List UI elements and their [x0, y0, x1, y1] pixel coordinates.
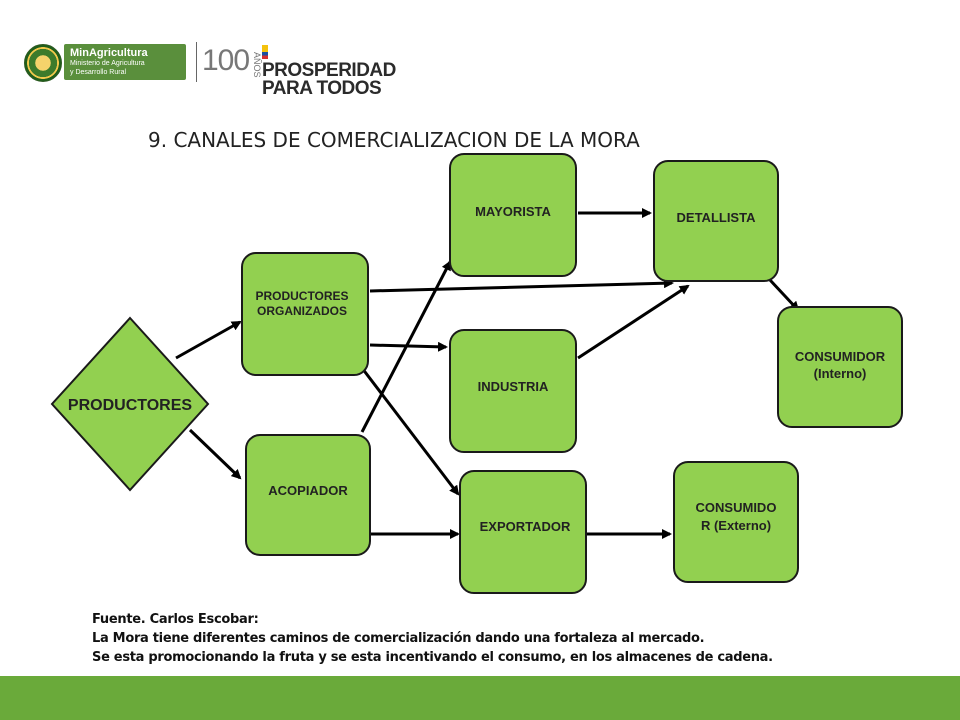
anniversary-word: AÑOS — [252, 52, 262, 78]
footer-line2: La Mora tiene diferentes caminos de come… — [92, 631, 705, 646]
footer-line3: Se esta promocionando la fruta y se esta… — [92, 650, 773, 665]
node-consumidor-interno-label2: (Interno) — [814, 366, 867, 381]
footer-bar — [0, 676, 960, 720]
slogan-line2: PARA TODOS — [262, 78, 382, 99]
ministry-line2: Ministerio de Agricultura — [70, 60, 145, 67]
node-consumidor-externo: CONSUMIDO R (Externo) — [673, 461, 799, 583]
node-consumidor-interno-label1: CONSUMIDOR — [795, 349, 886, 364]
minagricultura-logo: MinAgricultura Ministerio de Agricultura… — [64, 44, 186, 80]
arrow-organizados-detallista — [369, 278, 674, 293]
arrow-organizados-exportador — [360, 367, 460, 496]
node-consumidor-externo-label2: R (Externo) — [701, 518, 771, 533]
arrow-productores-acopiador — [188, 428, 242, 480]
node-mayorista: MAYORISTA — [449, 153, 577, 277]
node-productores-organizados: PRODUCTORES ORGANIZADOS — [241, 252, 369, 376]
arrows — [175, 208, 800, 539]
ministry-name: MinAgricultura — [70, 47, 148, 59]
node-exportador: EXPORTADOR — [459, 470, 587, 594]
node-detallista-label: DETALLISTA — [677, 210, 757, 225]
prosperidad-logo: PROSPERIDAD PARA TODOS — [262, 44, 396, 98]
node-detallista: DETALLISTA — [653, 160, 779, 282]
node-mayorista-label: MAYORISTA — [475, 204, 551, 219]
node-industria-label: INDUSTRIA — [478, 379, 549, 394]
ministry-line3: y Desarrollo Rural — [70, 69, 127, 76]
header-logos: MinAgricultura Ministerio de Agricultura… — [20, 38, 396, 98]
logo-divider — [196, 42, 197, 82]
node-consumidor-interno: CONSUMIDOR (Interno) — [777, 306, 903, 428]
slide-title: 9. CANALES DE COMERCIALIZACION DE LA MOR… — [148, 128, 640, 152]
node-acopiador: ACOPIADOR — [245, 434, 371, 556]
node-productores-organizados-label2: ORGANIZADOS — [257, 304, 347, 318]
node-industria: INDUSTRIA — [449, 329, 577, 453]
node-acopiador-label: ACOPIADOR — [268, 483, 348, 498]
colombia-seal-icon — [24, 44, 62, 82]
anniversary-number: 100 — [202, 44, 250, 77]
node-productores-label: PRODUCTORES — [68, 397, 192, 414]
footer-notes: Fuente. Carlos Escobar: La Mora tiene di… — [92, 610, 773, 667]
arrow-acopiador-mayorista — [360, 260, 452, 433]
flag-bar-icon — [262, 45, 268, 59]
node-consumidor-externo-label1: CONSUMIDO — [696, 500, 777, 515]
arrow-productores-organizados — [175, 320, 242, 360]
arrow-detallista-consumidor-interno — [768, 278, 800, 312]
arrow-industria-detallista — [577, 284, 690, 360]
node-productores: PRODUCTORES — [50, 316, 210, 492]
footer-source: Fuente. Carlos Escobar: — [92, 612, 259, 627]
node-exportador-label: EXPORTADOR — [480, 519, 571, 534]
node-productores-organizados-label1: PRODUCTORES — [255, 289, 348, 303]
slogan-line1: PROSPERIDAD — [262, 60, 396, 81]
